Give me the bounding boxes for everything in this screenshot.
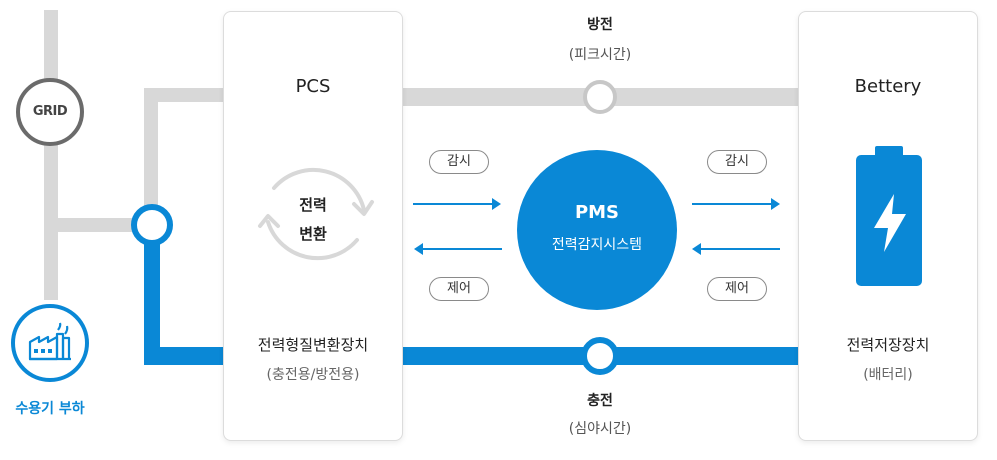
pms-to-pcs-arrow [414, 243, 502, 255]
discharge-sub: (피크시간) [568, 47, 632, 63]
charge-node [581, 337, 619, 375]
battery-title: Bettery [854, 76, 922, 97]
junction-node [131, 204, 173, 246]
pms-circle: PMS 전력감지시스템 [517, 150, 677, 310]
battery-card: Bettery 전력저장장치 (배터리) [798, 11, 978, 441]
pcs-subtitle: 전력형질변환장치 [257, 336, 369, 354]
battery-subtitle: 전력저장장치 [846, 336, 930, 354]
load-label: 수용기 부하 [15, 401, 85, 417]
junction-vertical-line [144, 88, 158, 218]
factory-icon [28, 322, 71, 361]
load-to-pcs-line [144, 347, 224, 365]
pcs-subtitle2: (충전용/방전용) [266, 367, 360, 383]
pcs-to-pms-arrow [413, 198, 501, 210]
pms-title: PMS [574, 202, 620, 223]
charge-label: 충전 [587, 393, 613, 409]
pms-subtitle: 전력감지시스템 [551, 237, 643, 253]
grid-to-junction-line [44, 218, 144, 232]
pcs-title: PCS [295, 76, 331, 97]
left-monitor-tag: 감시 [429, 150, 489, 174]
battery-subtitle2: (배터리) [863, 367, 913, 383]
pcs-center-line1: 전력 [299, 196, 327, 214]
grid-vertical-line [44, 10, 58, 300]
battery-to-pms-arrow [692, 243, 780, 255]
grid-node: GRID [16, 78, 84, 146]
grid-label: GRID [32, 104, 68, 119]
charge-sub: (심야시간) [568, 421, 632, 437]
battery-lightning-icon [856, 146, 922, 286]
load-vertical-line [144, 240, 160, 365]
pcs-card: PCS 전력 변환 전력형질변환장치 (충전용/방전용) [223, 11, 403, 441]
discharge-label: 방전 [587, 17, 613, 33]
junction-to-pcs-line [144, 88, 224, 102]
pcs-center-line2: 변환 [299, 225, 327, 243]
discharge-node [583, 80, 617, 114]
left-control-tag: 제어 [429, 277, 489, 301]
right-monitor-tag: 감시 [707, 150, 767, 174]
right-control-tag: 제어 [707, 277, 767, 301]
cycle-arrows-icon [258, 167, 374, 261]
load-node [11, 304, 89, 382]
pms-to-battery-arrow [692, 198, 780, 210]
